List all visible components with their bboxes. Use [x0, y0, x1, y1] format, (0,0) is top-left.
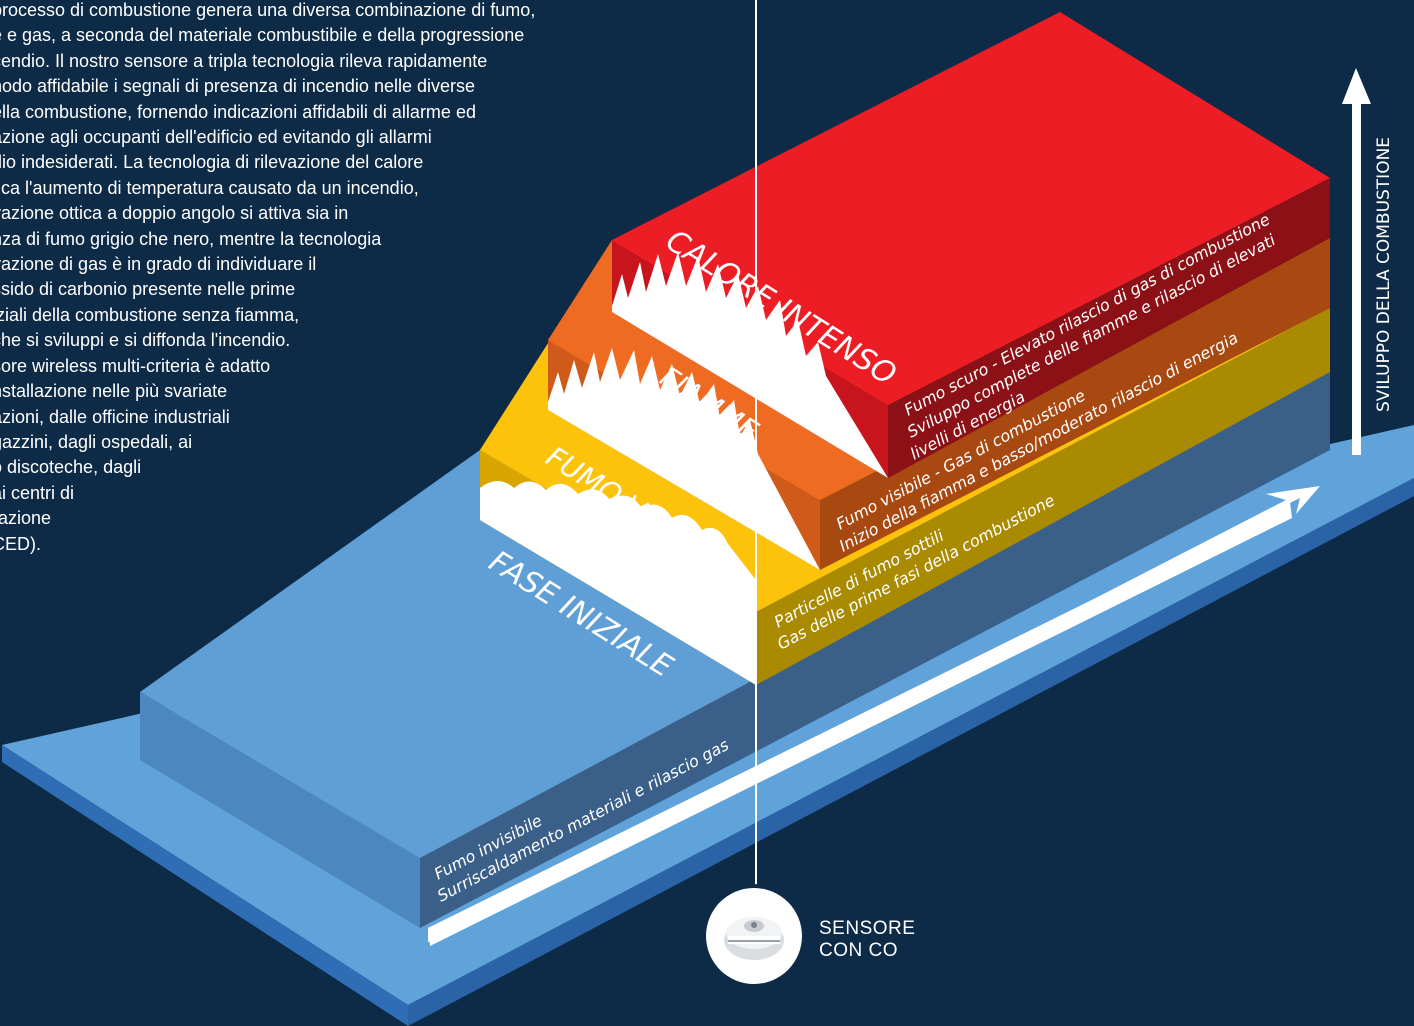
paragraph-line: ssido di carbonio presente nelle prime: [0, 279, 296, 300]
paragraph-line: nodo affidabile i segnali di presenza di…: [0, 76, 475, 97]
stage-initial-left: [140, 692, 420, 928]
paragraph-line: azione agli occupanti dell'edificio ed e…: [0, 127, 432, 148]
time-arrow-shaft: [428, 502, 1292, 946]
paragraph-line: o discoteche, dagli: [0, 457, 142, 478]
paragraph-line: che si sviluppi e si diffonda l'incendio…: [0, 330, 291, 351]
stage-smoke-front: [756, 308, 1330, 685]
paragraph-line: vazione di gas è in grado di individuare…: [0, 254, 317, 275]
sensor-label: SENSORE CON CO: [819, 918, 915, 962]
paragraph-line: azioni, dalle officine industriali: [0, 406, 230, 427]
base-platform-edge-right: [408, 478, 1414, 1026]
sensor-indicator-line: [755, 0, 757, 892]
paragraph-line: ai centri di: [0, 482, 75, 503]
paragraph-line: gazzini, dagli ospedali, ai: [0, 431, 193, 452]
paragraph-line: razione: [0, 508, 52, 529]
stage-heat-top: [612, 12, 1330, 405]
sensor-label-line1: SENSORE: [819, 918, 916, 939]
paragraph-line: dio indesiderati. La tecnologia di rilev…: [0, 152, 424, 173]
flame-shapes-orange: [548, 348, 820, 570]
smoke-detector-icon: [706, 888, 802, 984]
description-paragraph: processo di combustione genera una diver…: [0, 0, 752, 557]
smoke-puffs: [480, 481, 756, 685]
paragraph-line: processo di combustione genera una diver…: [0, 0, 536, 20]
paragraph-line: ella combustione, fornendo indicazioni a…: [0, 101, 476, 122]
sensor-label-line2: CON CO: [819, 940, 898, 961]
paragraph-line: nstallazione nelle più svariate: [0, 381, 228, 402]
paragraph-line: e e gas, a seconda del materiale combust…: [0, 25, 525, 46]
axis-combustion-label: SVILUPPO DELLA COMBUSTIONE: [1374, 137, 1394, 412]
paragraph-line: fica l'aumento di temperatura causato da…: [0, 177, 419, 198]
paragraph-line: CED).: [0, 533, 41, 554]
paragraph-line: vazione ottica a doppio angolo si attiva…: [0, 203, 349, 224]
paragraph-line: iziali della combustione senza fiamma,: [0, 304, 300, 325]
paragraph-line: cendio. Il nostro sensore a tripla tecno…: [0, 50, 488, 71]
arrow-up-icon: [1342, 68, 1371, 104]
paragraph-line: nza di fumo grigio che nero, mentre la t…: [0, 228, 382, 249]
stage-heat-front: [888, 178, 1330, 478]
paragraph-line: sore wireless multi-criteria è adatto: [0, 355, 271, 376]
stage-flame-front: [820, 238, 1330, 570]
up-arrow-shaft: [1352, 100, 1361, 455]
stage-initial-front: [420, 372, 1330, 928]
base-platform-edge: [2, 745, 408, 1026]
flame-shapes-red: [612, 252, 888, 478]
